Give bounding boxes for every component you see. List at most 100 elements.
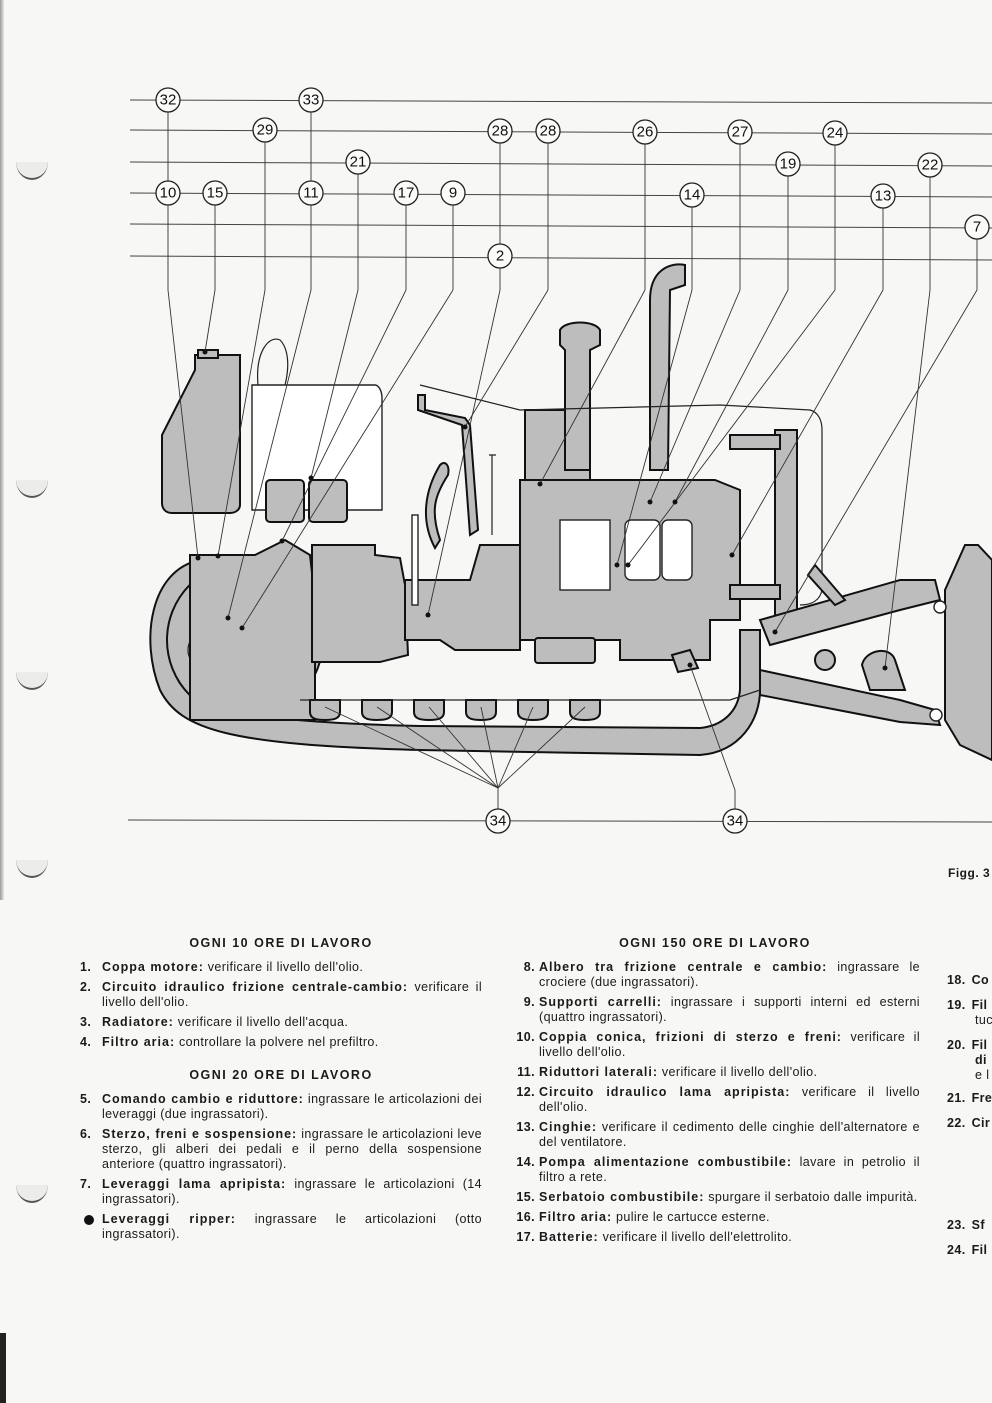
punch-hole	[16, 480, 48, 498]
page-edge-shadow	[0, 0, 4, 900]
svg-text:11: 11	[303, 185, 319, 202]
bullet-icon	[84, 1215, 94, 1225]
item-text: controllare la polvere nel prefiltro.	[175, 1035, 379, 1049]
item-term: Co	[971, 973, 990, 987]
svg-text:15: 15	[207, 185, 224, 202]
item-text: ingrassare le articolazioni (otto ingras…	[102, 1212, 482, 1241]
bulldozer-lubrication-diagram: 32 33 29 28 28 26 27 24 21 19 22 10 15 1…	[127, 87, 992, 834]
item-text: tuc	[975, 1013, 992, 1027]
item-number: 17.	[516, 1230, 535, 1244]
item-number: 6.	[80, 1127, 92, 1141]
item-text: ingrassare le articolazioni (14 ingrassa…	[102, 1177, 482, 1206]
item-text: verificare il livello dell'olio.	[539, 1030, 920, 1059]
svg-text:7: 7	[973, 219, 981, 236]
battery	[308, 479, 348, 523]
item-term: Leveraggi ripper:	[102, 1212, 236, 1226]
callout-7: 7	[964, 214, 990, 240]
callout-15: 15	[202, 180, 228, 206]
callout-14: 14	[679, 182, 705, 208]
list-item: 14.Pompa alimentazione combustibile: lav…	[510, 1155, 920, 1185]
callout-2: 2	[487, 243, 513, 269]
item-number: 20.	[947, 1038, 966, 1052]
item-number: 13.	[516, 1120, 535, 1134]
svg-text:28: 28	[492, 123, 509, 140]
item-term: Pompa alimentazione combustibile:	[539, 1155, 793, 1169]
callout-29: 29	[252, 117, 278, 143]
callout-26: 26	[632, 119, 658, 145]
section-title-150h: OGNI 150 ORE DI LAVORO	[619, 936, 811, 950]
item-number: 14.	[516, 1155, 535, 1169]
item-number: 2.	[80, 980, 92, 994]
item-term: Batterie:	[539, 1230, 599, 1244]
svg-text:22: 22	[922, 157, 939, 174]
item-term: Filtro aria:	[539, 1210, 613, 1224]
list-item: 7.Leveraggi lama apripista: ingrassare l…	[80, 1177, 482, 1207]
callout-13: 13	[870, 183, 896, 209]
callout-21: 21	[345, 149, 371, 175]
item-term: Serbatoio combustibile:	[539, 1190, 705, 1204]
list-item: 16. Filtro aria: pulire le cartucce ester…	[510, 1210, 920, 1225]
svg-text:13: 13	[875, 188, 892, 205]
item-term: Circuito idraulico frizione centrale-cam…	[102, 980, 408, 994]
item-number: 16.	[516, 1210, 535, 1224]
list-item: 12. Circuito idraulico lama apripista: ve…	[510, 1085, 920, 1115]
middle-column: OGNI 150 ORE DI LAVORO 8.Albero tra friz…	[510, 936, 920, 1250]
item-text: verificare il livello dell'olio.	[539, 1085, 920, 1114]
item-number: 21.	[947, 1091, 966, 1105]
callout-28: 28	[535, 118, 561, 144]
callout-34: 34	[485, 808, 511, 834]
battery	[265, 479, 305, 523]
callout-27: 27	[727, 119, 753, 145]
callout-33: 33	[298, 87, 324, 113]
item-term: Comando cambio e riduttore:	[102, 1092, 304, 1106]
list-item: 11.Riduttori laterali: verificare il liv…	[510, 1065, 920, 1080]
section-title-10h: OGNI 10 ORE DI LAVORO	[189, 936, 373, 950]
figure-label: Figg. 3	[948, 866, 991, 880]
section-title-20h: OGNI 20 ORE DI LAVORO	[189, 1068, 373, 1082]
svg-text:32: 32	[160, 92, 177, 109]
item-number: 11.	[517, 1065, 535, 1079]
punch-hole	[16, 1185, 48, 1203]
svg-text:34: 34	[727, 813, 744, 830]
callout-32: 32	[155, 87, 181, 113]
list-item: 2. Circuito idraulico frizione centrale-c…	[80, 980, 482, 1010]
item-text: pulire le cartucce esterne.	[612, 1210, 770, 1224]
svg-text:28: 28	[540, 123, 557, 140]
item-text: verificare il cedimento delle cinghie de…	[539, 1120, 920, 1149]
list-item: 22. Cir	[947, 1116, 990, 1131]
item-term: Riduttori laterali:	[539, 1065, 659, 1079]
item-term: Filtro aria:	[102, 1035, 176, 1049]
item-term: Cinghie:	[539, 1120, 597, 1134]
list-item: 3.Radiatore: verificare il livello dell'…	[80, 1015, 482, 1030]
page-edge-dark	[0, 1333, 6, 1403]
callout-34: 34	[722, 808, 748, 834]
item-number: 19.	[947, 998, 966, 1012]
item-number: 22.	[947, 1116, 966, 1130]
item-text: ingrassare i supporti interni ed esterni…	[539, 995, 920, 1024]
item-term: Circuito idraulico lama apripista:	[539, 1085, 791, 1099]
callout-17: 17	[393, 180, 419, 206]
item-number: 9.	[523, 995, 535, 1009]
callout-22: 22	[917, 152, 943, 178]
callout-24: 24	[822, 120, 848, 146]
item-number: 15.	[516, 1190, 535, 1204]
svg-text:10: 10	[160, 185, 177, 202]
list-item: 15.Serbatoio combustibile: spurgare il s…	[510, 1190, 920, 1205]
svg-text:33: 33	[303, 92, 320, 109]
list-item: 4.Filtro aria: controllare la polvere ne…	[80, 1035, 482, 1050]
list-item: 6.Sterzo, freni e sospensione: ingrassar…	[80, 1127, 482, 1172]
item-term: Radiatore:	[102, 1015, 174, 1029]
item-term: Fil	[971, 1243, 988, 1257]
item-text: e l	[975, 1068, 990, 1082]
callout-19: 19	[775, 151, 801, 177]
item-term: Fre	[971, 1091, 992, 1105]
item-term: Sterzo, freni e sospensione:	[102, 1127, 298, 1141]
callout-9: 9	[440, 180, 466, 206]
item-term: Cir	[971, 1116, 991, 1130]
list-item: 10.Coppia conica, frizioni di sterzo e f…	[510, 1030, 920, 1060]
item-number: 23.	[947, 1218, 966, 1232]
fuel-tank	[161, 354, 241, 514]
item-number: 12.	[516, 1085, 535, 1099]
svg-text:27: 27	[732, 124, 749, 141]
